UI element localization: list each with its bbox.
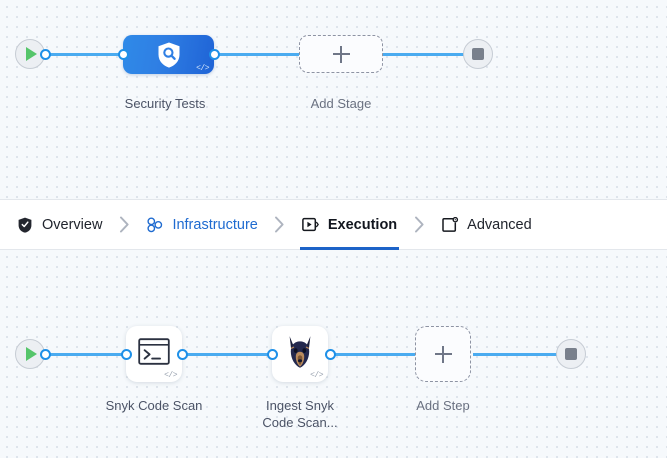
- ingest-input-port[interactable]: [267, 349, 278, 360]
- advanced-gear-box-icon: [441, 216, 459, 234]
- tab-active-underline: [299, 247, 400, 250]
- pipeline-config-tabbar[interactable]: Overview Infrastructure Execution: [0, 199, 667, 250]
- wire-add-stage-to-end: [381, 53, 471, 56]
- tab-overview-label: Overview: [42, 216, 103, 233]
- start-output-port[interactable]: [40, 49, 51, 60]
- wire-start-to-snyk-code-scan: [34, 353, 129, 356]
- tab-execution[interactable]: Execution: [299, 200, 400, 250]
- wire-security-tests-to-add-stage: [213, 53, 303, 56]
- tab-execution-label: Execution: [327, 216, 398, 233]
- snyk-doberman-icon: [285, 335, 315, 374]
- wire-snyk-code-scan-to-ingest: [181, 353, 277, 356]
- step-label-snyk-code-scan: Snyk Code Scan: [105, 398, 203, 413]
- stage-pipeline-canvas[interactable]: </> Security Tests Add Stage: [0, 0, 667, 199]
- snyk-code-scan-input-port[interactable]: [121, 349, 132, 360]
- stage-node-security-tests[interactable]: </>: [123, 35, 214, 74]
- tab-advanced-label: Advanced: [467, 216, 532, 233]
- stop-icon: [565, 348, 577, 360]
- shield-search-icon: [123, 35, 214, 74]
- play-icon: [26, 347, 37, 361]
- add-step-label: Add Step: [416, 398, 470, 413]
- wire-start-to-security-tests: [34, 53, 130, 56]
- add-stage-button[interactable]: [299, 35, 383, 73]
- plus-icon: [434, 345, 452, 363]
- infrastructure-nodes-icon: [146, 216, 164, 234]
- terminal-icon: [138, 338, 170, 370]
- stage-end-node[interactable]: [463, 39, 493, 69]
- ingest-output-port[interactable]: [325, 349, 336, 360]
- add-step-button[interactable]: [415, 326, 471, 382]
- tab-infrastructure-label: Infrastructure: [172, 216, 258, 233]
- play-icon: [26, 47, 37, 61]
- step-end-node[interactable]: [556, 339, 586, 369]
- security-tests-output-port[interactable]: [209, 49, 220, 60]
- chevron-right-icon: [399, 216, 439, 233]
- execution-play-box-icon: [302, 216, 320, 234]
- plus-icon: [332, 45, 350, 63]
- tab-infrastructure[interactable]: Infrastructure: [144, 200, 259, 249]
- start-output-port[interactable]: [40, 349, 51, 360]
- step-code-badge: </>: [164, 371, 177, 380]
- stage-start-node[interactable]: [15, 39, 45, 69]
- chevron-right-icon: [104, 216, 144, 233]
- step-pipeline-canvas[interactable]: </> Snyk Code Scan </> Ingest Snyk Code …: [0, 250, 667, 458]
- tab-overview[interactable]: Overview: [14, 200, 104, 249]
- stage-label-security-tests: Security Tests: [124, 96, 206, 111]
- step-node-ingest-snyk-code-scan[interactable]: </>: [272, 326, 328, 382]
- step-code-badge: </>: [310, 371, 323, 380]
- add-stage-label: Add Stage: [310, 96, 372, 111]
- step-node-snyk-code-scan[interactable]: </>: [126, 326, 182, 382]
- step-label-ingest-snyk-code-scan: Ingest Snyk Code Scan...: [262, 398, 338, 430]
- wire-ingest-to-add-step: [329, 353, 417, 356]
- stop-icon: [472, 48, 484, 60]
- snyk-code-scan-output-port[interactable]: [177, 349, 188, 360]
- security-tests-input-port[interactable]: [118, 49, 129, 60]
- tab-advanced[interactable]: Advanced: [439, 200, 534, 249]
- stage-code-badge: </>: [196, 64, 209, 73]
- wire-add-step-to-end: [473, 353, 565, 356]
- shield-icon: [16, 216, 34, 234]
- chevron-right-icon: [260, 216, 300, 233]
